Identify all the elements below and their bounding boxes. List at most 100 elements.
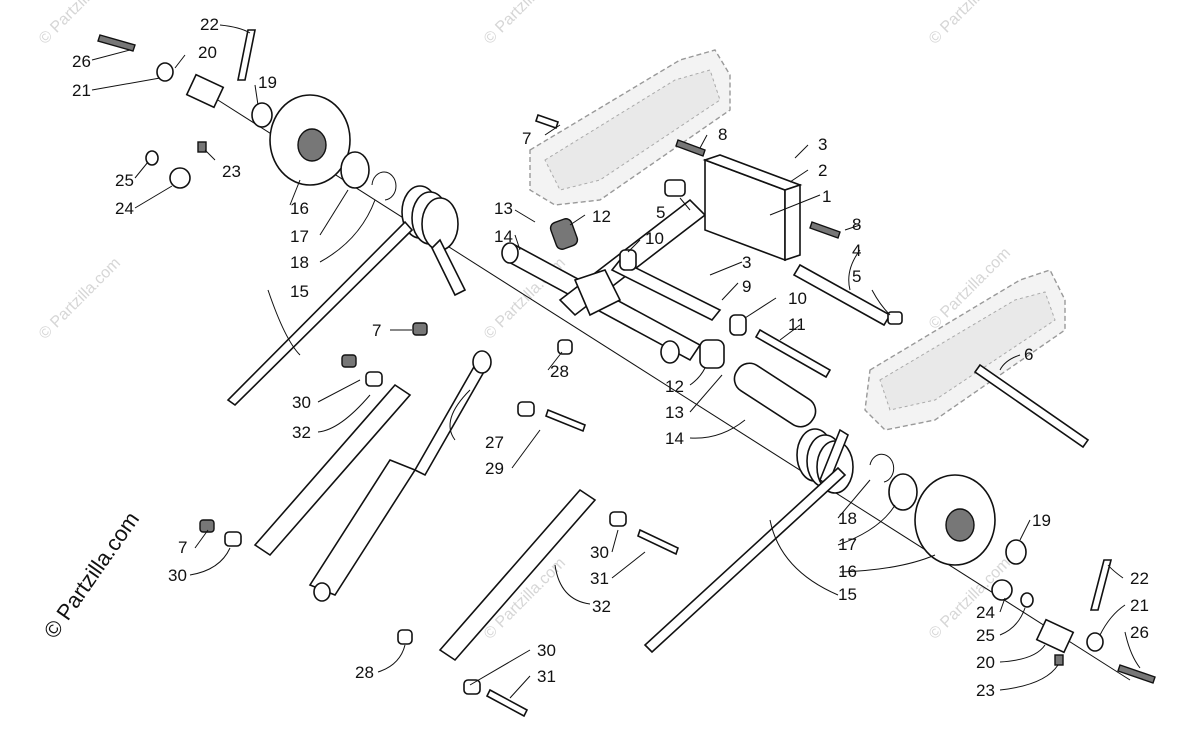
callout-label: 8 bbox=[852, 215, 861, 234]
callout-label: 19 bbox=[1032, 511, 1051, 530]
washer bbox=[156, 62, 174, 82]
bushing bbox=[699, 339, 725, 369]
callout-label: 19 bbox=[258, 73, 277, 92]
callout-label: 20 bbox=[198, 43, 217, 62]
spacer bbox=[557, 339, 573, 355]
left-torsion-spring bbox=[226, 185, 467, 407]
watermark: © Partzilla.com bbox=[481, 0, 569, 48]
cap bbox=[991, 579, 1013, 601]
callout-label: 17 bbox=[838, 535, 857, 554]
callout-label: 23 bbox=[976, 681, 995, 700]
callout-label: 26 bbox=[1130, 623, 1149, 642]
callout-label: 5 bbox=[656, 203, 665, 222]
bolt bbox=[1117, 664, 1156, 684]
nut bbox=[199, 519, 215, 533]
callout-label: 24 bbox=[115, 199, 134, 218]
callout-label: 9 bbox=[742, 277, 751, 296]
set-screw bbox=[197, 141, 207, 153]
callout-label: 32 bbox=[592, 597, 611, 616]
callout-label: 25 bbox=[115, 171, 134, 190]
callout-label: 16 bbox=[838, 562, 857, 581]
callout-label: 3 bbox=[818, 135, 827, 154]
callout-label: 20 bbox=[976, 653, 995, 672]
callout-label: 13 bbox=[494, 199, 513, 218]
axle-bushing bbox=[1035, 618, 1075, 654]
callout-label: 1 bbox=[822, 187, 831, 206]
spacer bbox=[251, 102, 273, 128]
callout-label: 16 bbox=[290, 199, 309, 218]
axis-line bbox=[209, 94, 1131, 681]
bushing bbox=[549, 218, 579, 250]
callout-label: 10 bbox=[645, 229, 664, 248]
spacer bbox=[517, 401, 535, 417]
callout-label: 31 bbox=[537, 667, 556, 686]
callout-label: 22 bbox=[1130, 569, 1149, 588]
snap-ring bbox=[869, 453, 895, 483]
callout-label: 14 bbox=[665, 429, 684, 448]
set-screw bbox=[1054, 654, 1064, 666]
spacer bbox=[463, 679, 481, 695]
callout-label: 11 bbox=[788, 315, 806, 334]
callout-label: 32 bbox=[292, 423, 311, 442]
bolt bbox=[1089, 559, 1113, 611]
watermark: © Partzilla.com bbox=[36, 255, 124, 343]
watermark: © Partzilla.com bbox=[926, 0, 1014, 48]
spacer bbox=[1005, 539, 1027, 565]
callout-label: 15 bbox=[838, 585, 857, 604]
callout-label: 2 bbox=[818, 161, 827, 180]
callout-label: 12 bbox=[665, 377, 684, 396]
callout-label: 22 bbox=[200, 15, 219, 34]
callout-label: 29 bbox=[485, 459, 504, 478]
tunnel-rail-lower bbox=[864, 269, 1066, 431]
spacer bbox=[365, 371, 383, 387]
washer bbox=[1086, 632, 1104, 652]
callout-label: 5 bbox=[852, 267, 861, 286]
callout-label: 3 bbox=[742, 253, 751, 272]
idler-wheel-hub bbox=[945, 508, 975, 542]
callout-label: 27 bbox=[485, 433, 504, 452]
bolt bbox=[637, 528, 679, 556]
callout-label: 18 bbox=[290, 253, 309, 272]
callout-label: 6 bbox=[1024, 345, 1033, 364]
bearing bbox=[888, 473, 918, 511]
sleeve bbox=[733, 362, 817, 428]
callout-label: 7 bbox=[178, 538, 187, 557]
leader-lines bbox=[91, 24, 1141, 699]
callout-label: 21 bbox=[1130, 596, 1149, 615]
bolt bbox=[545, 408, 586, 433]
cap bbox=[169, 167, 191, 189]
side-watermark: © Partzilla.com bbox=[39, 507, 145, 643]
callout-label: 28 bbox=[355, 663, 374, 682]
callout-label: 7 bbox=[372, 321, 381, 340]
front-arm-bracket bbox=[664, 139, 903, 327]
bolt bbox=[97, 34, 136, 52]
bushing bbox=[619, 249, 637, 271]
long-bolt bbox=[973, 363, 1090, 449]
lock-washer bbox=[145, 150, 159, 166]
rear-arm-right bbox=[438, 488, 597, 662]
snap-ring bbox=[371, 171, 397, 201]
callout-label: 21 bbox=[72, 81, 91, 100]
bushing bbox=[729, 314, 747, 336]
spacer bbox=[609, 511, 627, 527]
nut bbox=[412, 322, 428, 336]
callout-label: 18 bbox=[838, 509, 857, 528]
callout-label: 4 bbox=[852, 241, 861, 260]
callout-label: 7 bbox=[522, 129, 531, 148]
callout-label: 28 bbox=[550, 362, 569, 381]
bolt bbox=[237, 29, 256, 81]
callout-label: 26 bbox=[72, 52, 91, 71]
lock-washer bbox=[1020, 592, 1034, 608]
callout-label: 25 bbox=[976, 626, 995, 645]
right-torsion-spring bbox=[643, 428, 854, 654]
callout-label: 10 bbox=[788, 289, 807, 308]
right-idler-wheel-assembly bbox=[888, 473, 1156, 684]
nut bbox=[341, 354, 357, 368]
callout-label: 30 bbox=[590, 543, 609, 562]
idler-wheel-hub bbox=[297, 128, 327, 162]
callout-label: 8 bbox=[718, 125, 727, 144]
callout-label: 23 bbox=[222, 162, 241, 181]
callout-label: 15 bbox=[290, 282, 309, 301]
callout-label: 30 bbox=[292, 393, 311, 412]
